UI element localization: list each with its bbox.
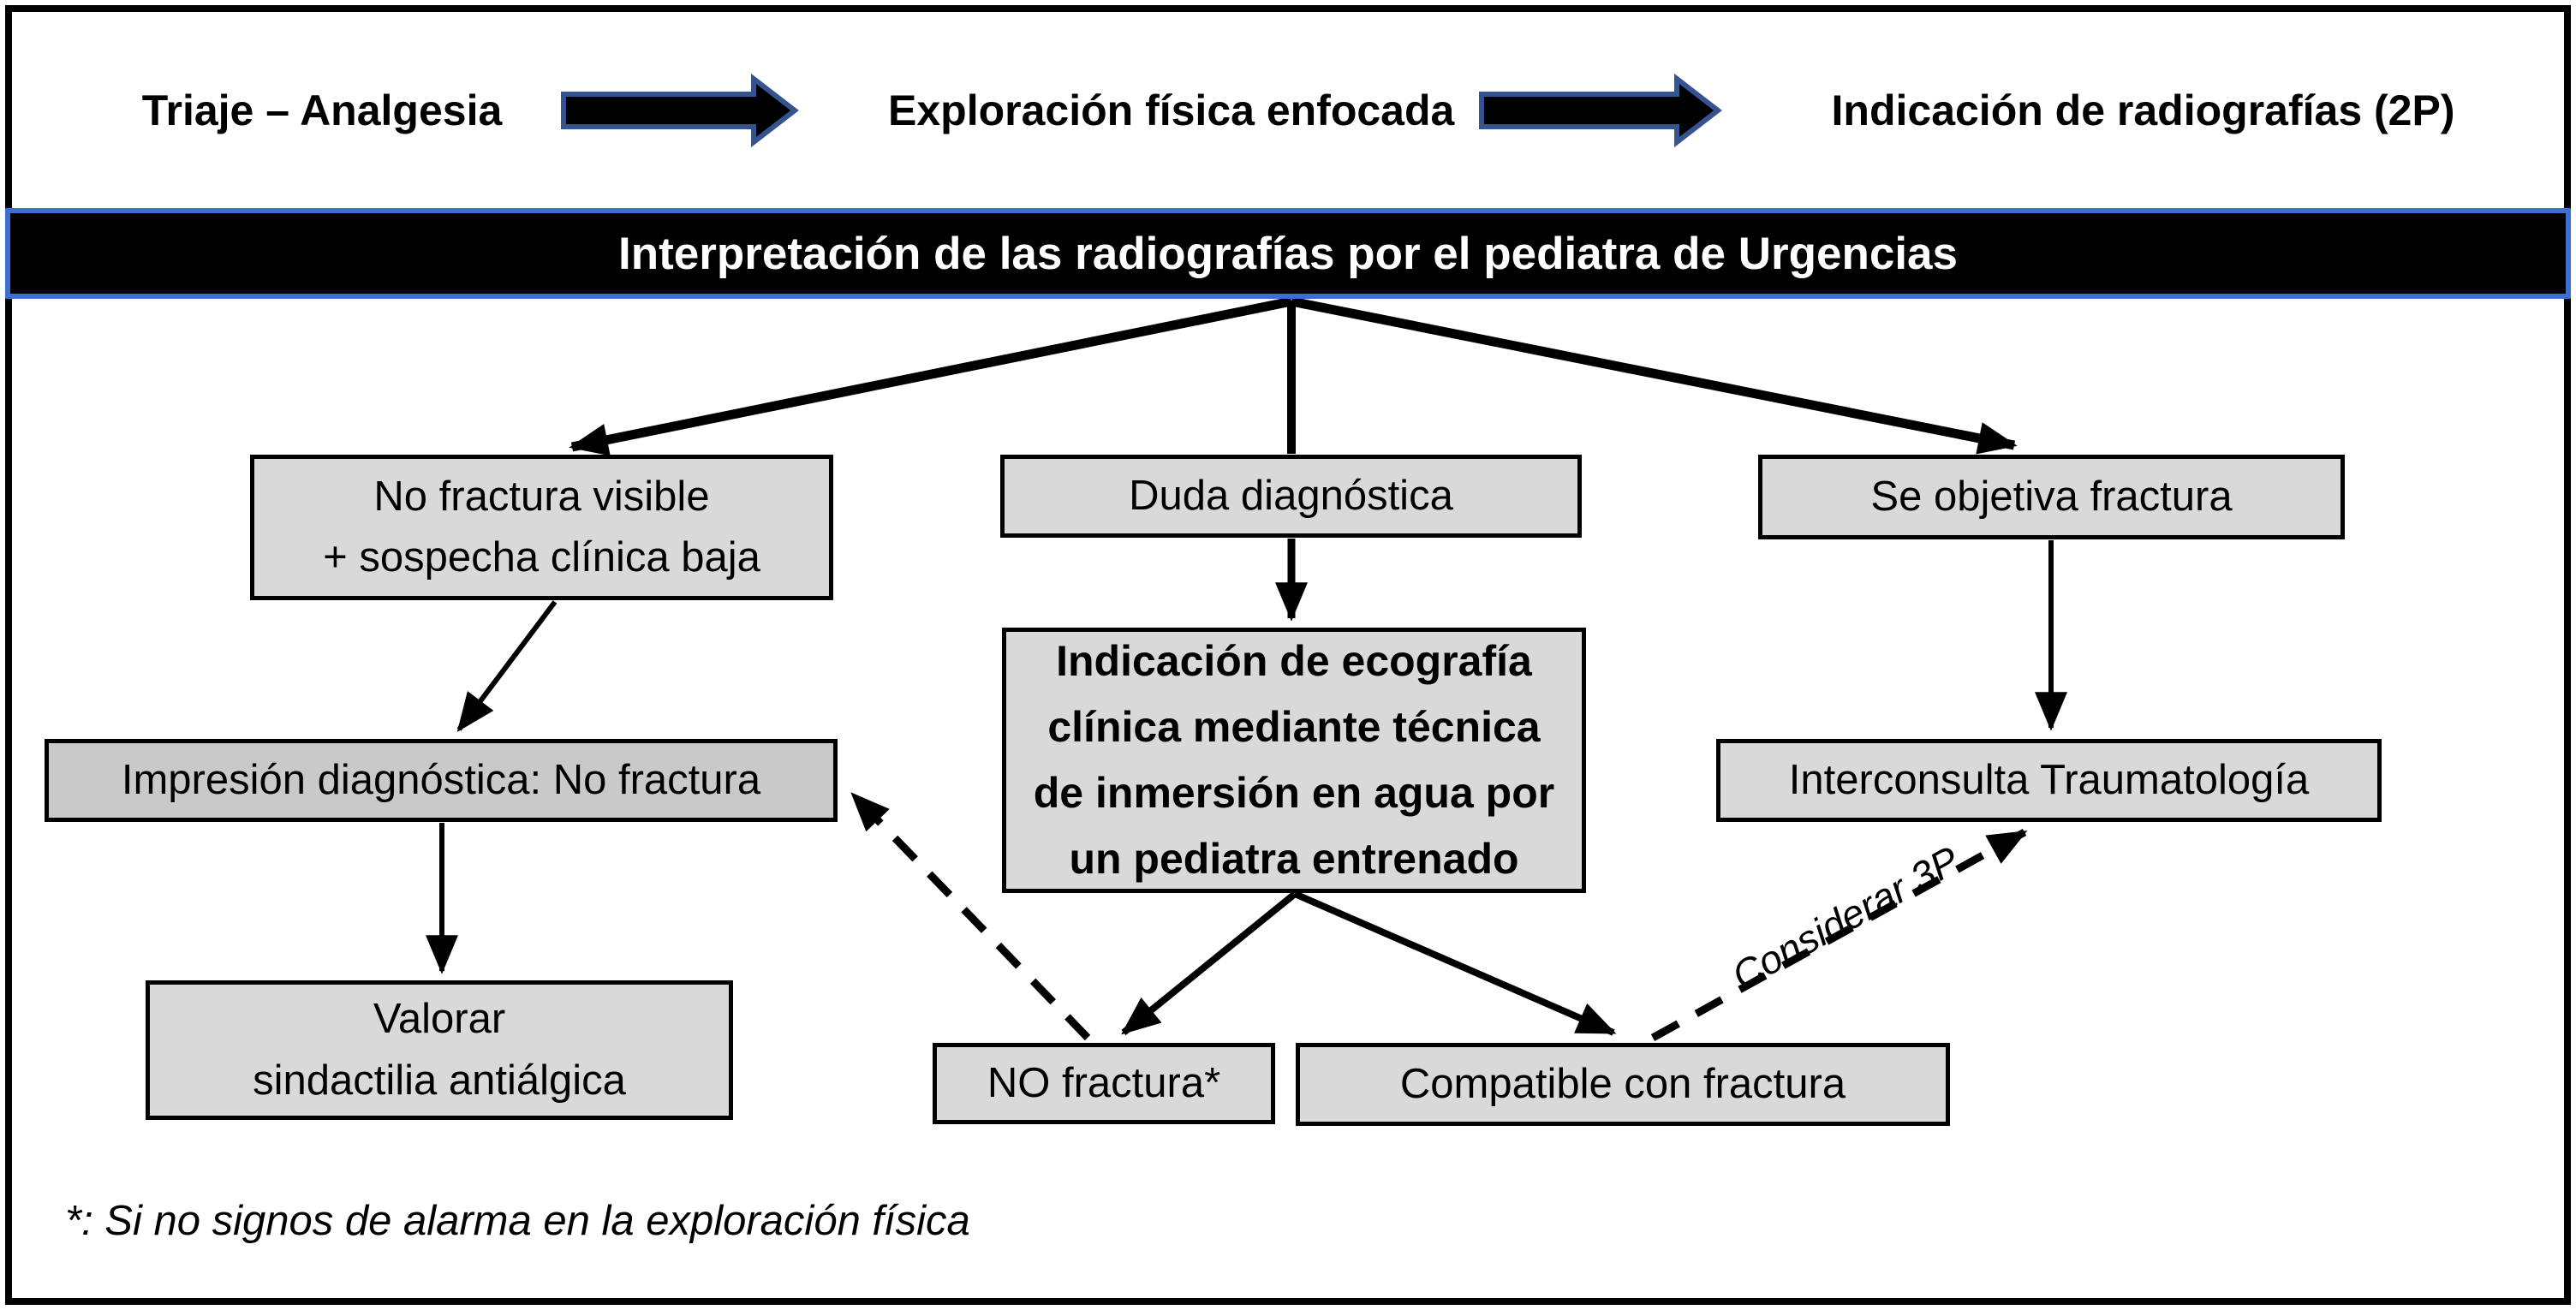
box-no-fractura-eco: NO fractura* — [933, 1043, 1275, 1124]
footnote-asterisk: *: Si no signos de alarma en la explorac… — [65, 1198, 970, 1244]
connector-ecografia-to-compatible — [1293, 890, 1617, 1036]
connector-no-fractura-visible-to-impresion — [456, 600, 558, 733]
connector-dashed-compatible-to-interconsulta — [1650, 829, 2028, 1041]
box-duda-diagnostica: Duda diagnóstica — [1000, 455, 1582, 538]
box-no-fractura-visible: No fractura visible + sospecha clínica b… — [250, 455, 833, 600]
box-se-objetiva-fractura: Se objetiva fractura — [1758, 455, 2345, 539]
box-compatible-fractura: Compatible con fractura — [1296, 1043, 1950, 1126]
outer-border — [5, 5, 2571, 1305]
connector-dashed-no-fractura-to-impresion — [850, 791, 1091, 1041]
block-arrow-1 — [561, 73, 799, 148]
box-impresion-diagnostica: Impresión diagnóstica: No fractura — [45, 739, 838, 822]
connector-banner-to-se-objetiva — [1290, 296, 2018, 455]
block-arrow-2 — [1479, 73, 1722, 148]
connector-banner-to-no-fractura-visible — [569, 296, 1293, 456]
top-step-indicacion-radiografias: Indicación de radiografías (2P) — [1831, 86, 2455, 134]
connector-ecografia-to-no-fractura — [1121, 890, 1297, 1036]
box-interconsulta-traumatologia: Interconsulta Traumatología — [1716, 739, 2382, 822]
box-valorar-sindactilia: Valorar sindactilia antiálgica — [146, 980, 733, 1120]
top-step-exploracion-fisica: Exploración física enfocada — [888, 86, 1455, 134]
box-ecografia-clinica: Indicación de ecografía clínica mediante… — [1002, 628, 1586, 893]
top-step-triaje-analgesia: Triaje – Analgesia — [141, 86, 503, 134]
banner-interpretacion: Interpretación de las radiografías por e… — [5, 208, 2571, 299]
banner-title: Interpretación de las radiografías por e… — [618, 228, 1958, 279]
